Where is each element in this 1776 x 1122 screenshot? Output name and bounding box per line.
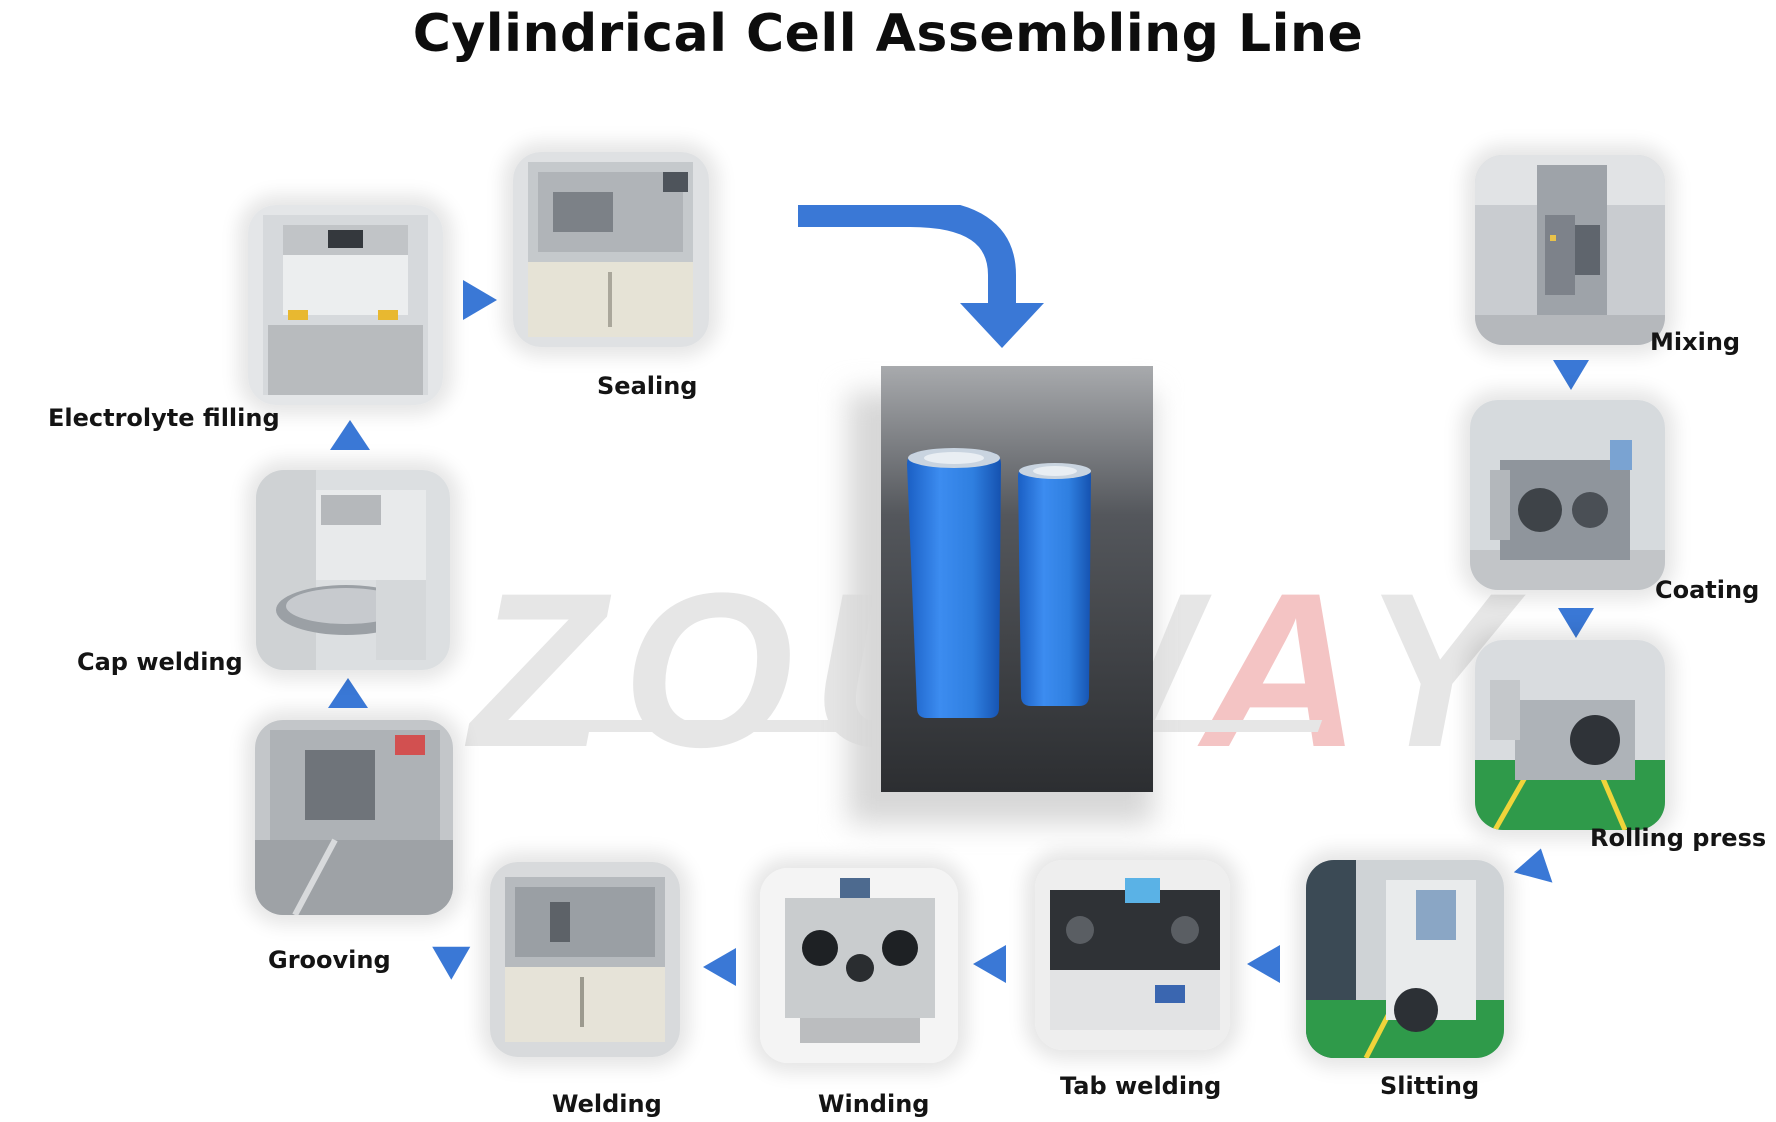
slitting-machine-photo xyxy=(1306,860,1504,1058)
coating-machine-photo xyxy=(1470,400,1665,590)
page-title: Cylindrical Cell Assembling Line xyxy=(412,4,1364,64)
tab-welding-label: Tab welding xyxy=(1060,1072,1222,1100)
sealing-machine-photo xyxy=(513,152,709,347)
battery-cells-photo xyxy=(881,366,1153,792)
arrow-tab-welding-to-winding xyxy=(973,945,1006,983)
arrow-welding-to-grooving xyxy=(422,930,471,980)
tab-welding-machine-photo xyxy=(1035,860,1230,1050)
mixing-label: Mixing xyxy=(1650,328,1741,356)
slitting-label: Slitting xyxy=(1380,1072,1480,1100)
winding-label: Winding xyxy=(818,1090,930,1118)
arrow-cap-welding-to-electrolyte-filling xyxy=(330,420,370,450)
cap-welding-machine-photo xyxy=(256,470,450,670)
curved-arrow-to-product xyxy=(798,205,1044,348)
rolling-press-machine-photo xyxy=(1475,640,1665,830)
arrow-slitting-to-tab-welding xyxy=(1247,945,1280,983)
grooving-machine-photo xyxy=(255,720,453,915)
arrow-coating-to-rolling-press xyxy=(1558,608,1594,638)
mixing-machine-photo xyxy=(1475,155,1665,345)
arrow-mixing-to-coating xyxy=(1553,360,1589,390)
rolling-press-label: Rolling press xyxy=(1590,824,1767,852)
arrow-electrolyte-filling-to-sealing xyxy=(463,280,497,320)
arrow-grooving-to-cap-welding xyxy=(328,678,368,708)
coating-label: Coating xyxy=(1655,576,1760,604)
sealing-label: Sealing xyxy=(597,372,698,400)
winding-machine-photo xyxy=(760,868,958,1063)
arrow-winding-to-welding xyxy=(703,948,736,986)
grooving-label: Grooving xyxy=(268,946,391,974)
electrolyte-filling-label: Electrolyte filling xyxy=(48,404,280,432)
welding-machine-photo xyxy=(490,862,680,1057)
arrow-rolling-press-to-slitting xyxy=(1513,843,1561,883)
cap-welding-label: Cap welding xyxy=(77,648,243,676)
electrolyte-filling-machine-photo xyxy=(248,205,443,405)
welding-label: Welding xyxy=(552,1090,662,1118)
